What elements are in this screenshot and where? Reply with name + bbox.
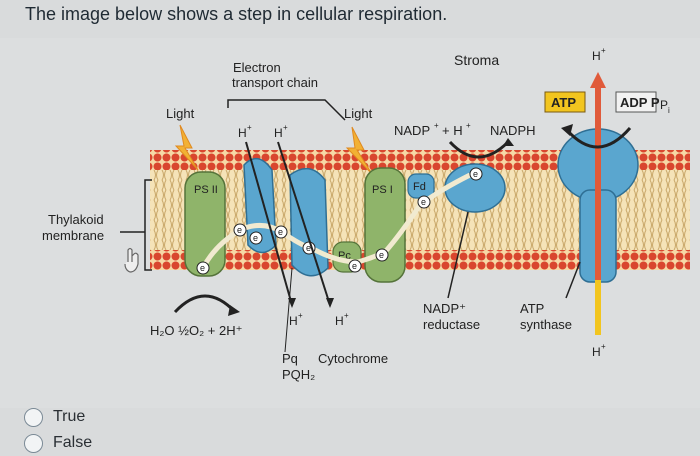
nadp-reductase-label-1: NADP⁺ (423, 301, 466, 316)
h-plus-top-1: H (238, 126, 247, 140)
electron-markers: e e e e e e e e e (196, 167, 483, 275)
svg-text:+: + (344, 311, 349, 320)
option-false[interactable]: False (24, 430, 92, 456)
svg-text:e: e (306, 243, 311, 253)
lightning-left-icon (174, 124, 199, 171)
pq-label: Pq (282, 351, 298, 366)
light-left-label: Light (166, 106, 195, 121)
svg-text:e: e (352, 261, 357, 271)
cytochrome-label: Cytochrome (318, 351, 388, 366)
nadph-label: NADPH (490, 123, 536, 138)
thylakoid-label-1: Thylakoid (48, 212, 104, 227)
atp-box (544, 91, 586, 113)
stroma-label: Stroma (454, 52, 499, 68)
svg-text:i: i (668, 106, 670, 115)
option-true[interactable]: True (24, 404, 92, 430)
svg-text:+: + (283, 123, 288, 132)
svg-text:e: e (278, 227, 283, 237)
cytochrome-protein-2 (289, 167, 329, 277)
svg-text:e: e (379, 250, 384, 260)
option-true-label: True (53, 408, 86, 425)
option-false-label: False (53, 434, 93, 451)
svg-text:+: + (247, 123, 252, 132)
cursor-hand-icon (124, 247, 139, 273)
svg-text:e: e (473, 169, 478, 179)
answer-options: True False (24, 404, 92, 456)
light-right-label: Light (344, 106, 373, 121)
svg-text:+ H: + H (442, 123, 463, 138)
svg-text:+: + (601, 342, 606, 351)
svg-text:ATP: ATP (551, 95, 576, 110)
svg-text:P: P (660, 98, 668, 112)
thylakoid-label-2: membrane (42, 228, 104, 243)
h-plus-atp-top: H (592, 49, 601, 63)
etc-label-2: transport chain (232, 75, 318, 90)
svg-text:+: + (434, 121, 439, 130)
svg-text:e: e (253, 233, 258, 243)
svg-text:Fd: Fd (413, 181, 426, 193)
h-plus-atp-bottom: H (592, 345, 601, 359)
svg-text:PS II: PS II (194, 184, 218, 196)
nadp-plus-label: NADP (394, 123, 430, 138)
pqh2-label: PQH₂ (282, 367, 315, 382)
svg-text:ADP P: ADP P (620, 95, 660, 110)
svg-text:e: e (421, 197, 426, 207)
radio-false[interactable] (24, 433, 43, 453)
etc-label-1: Electron (233, 60, 281, 75)
radio-true[interactable] (24, 407, 43, 427)
h-plus-top-2: H (274, 126, 283, 140)
adp-pi-box (615, 91, 657, 113)
svg-text:e: e (200, 263, 205, 273)
membrane-bottom-heads (150, 250, 690, 270)
atp-synthase-label-2: synthase (520, 317, 572, 332)
question-text: The image below shows a step in cellular… (25, 4, 448, 24)
thylakoid-diagram: Thylakoid membrane Stroma Electron trans… (0, 38, 700, 408)
svg-text:+: + (601, 46, 606, 55)
water-split-label: H₂O ½O₂ + 2H⁺ (150, 323, 242, 338)
svg-text:PS I: PS I (372, 184, 393, 196)
svg-text:+: + (466, 121, 471, 130)
svg-text:+: + (298, 311, 303, 320)
h-plus-bottom-2: H (335, 314, 344, 328)
h-plus-bottom-1: H (289, 314, 298, 328)
nadp-reductase-label-2: reductase (423, 317, 480, 332)
svg-text:e: e (237, 225, 242, 235)
atp-synthase-label-1: ATP (520, 301, 544, 316)
